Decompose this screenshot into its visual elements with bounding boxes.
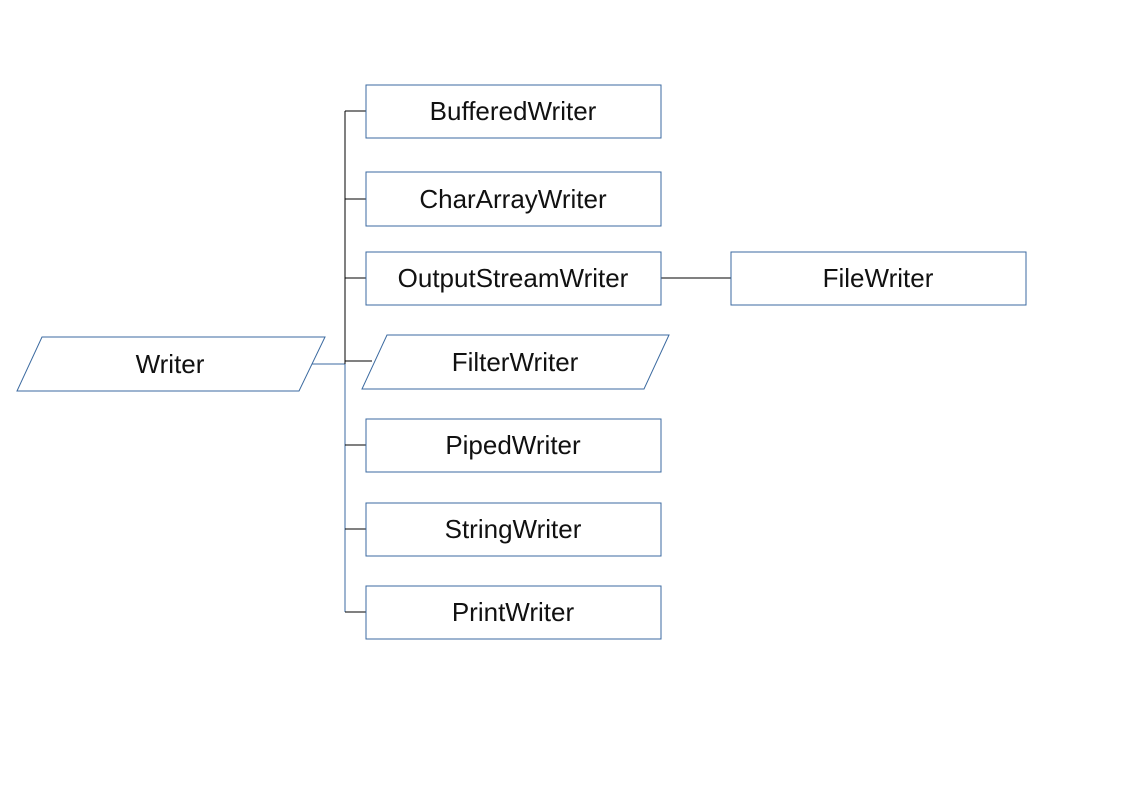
node-pipedwriter-label: PipedWriter — [445, 430, 581, 460]
node-bufferedwriter-label: BufferedWriter — [430, 96, 597, 126]
node-outputstreamwriter-shape — [365, 251, 662, 306]
node-pipedwriter: PipedWriter — [365, 418, 662, 473]
node-filterwriter: FilterWriter — [361, 334, 670, 390]
node-filterwriter-shape — [361, 334, 670, 390]
node-printwriter-shape — [365, 585, 662, 640]
node-filewriter: FileWriter — [730, 251, 1027, 306]
node-printwriter: PrintWriter — [365, 585, 662, 640]
node-writer-shape — [16, 336, 326, 392]
node-chararraywriter-label: CharArrayWriter — [419, 184, 607, 214]
node-printwriter-label: PrintWriter — [452, 597, 575, 627]
node-chararraywriter: CharArrayWriter — [365, 171, 662, 227]
node-pipedwriter-shape — [365, 418, 662, 473]
node-stringwriter-label: StringWriter — [445, 514, 582, 544]
node-filterwriter-label: FilterWriter — [452, 347, 579, 377]
node-bufferedwriter: BufferedWriter — [365, 84, 662, 139]
node-outputstreamwriter-label: OutputStreamWriter — [398, 263, 629, 293]
node-stringwriter: StringWriter — [365, 502, 662, 557]
node-chararraywriter-shape — [365, 171, 662, 227]
node-writer: Writer — [16, 336, 326, 392]
node-stringwriter-shape — [365, 502, 662, 557]
node-writer-label: Writer — [136, 349, 205, 379]
node-filewriter-label: FileWriter — [823, 263, 934, 293]
node-outputstreamwriter: OutputStreamWriter — [365, 251, 662, 306]
node-filewriter-shape — [730, 251, 1027, 306]
connectors — [312, 110, 731, 613]
node-bufferedwriter-shape — [365, 84, 662, 139]
